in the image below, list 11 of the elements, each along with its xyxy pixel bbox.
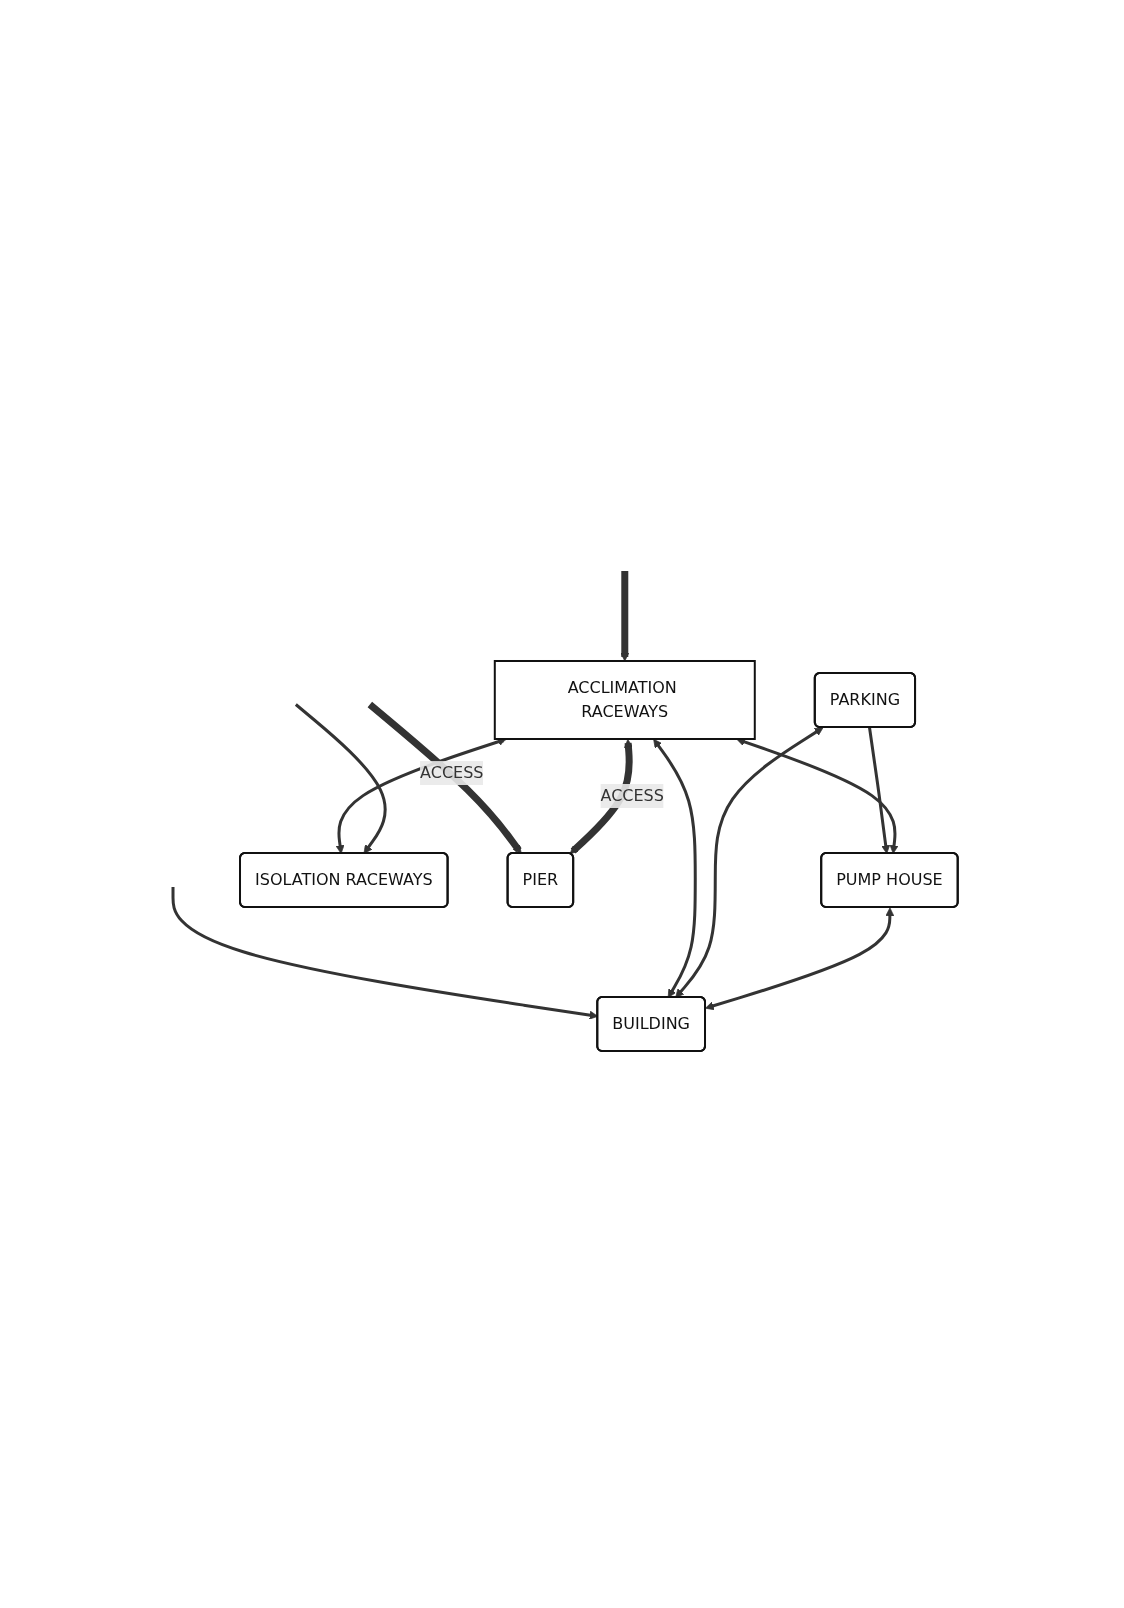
edge-label: ACCESS <box>420 763 484 783</box>
arrow <box>705 907 895 1011</box>
arrow <box>868 727 891 854</box>
arrow <box>736 737 899 854</box>
arrow <box>295 703 387 854</box>
arrow <box>675 727 824 998</box>
arrow <box>653 738 697 998</box>
arrow <box>335 737 507 854</box>
arrow <box>367 701 522 854</box>
node-box: ACCLIMATION RACEWAYS <box>493 660 756 740</box>
edge-label: ACCESS <box>600 785 665 805</box>
